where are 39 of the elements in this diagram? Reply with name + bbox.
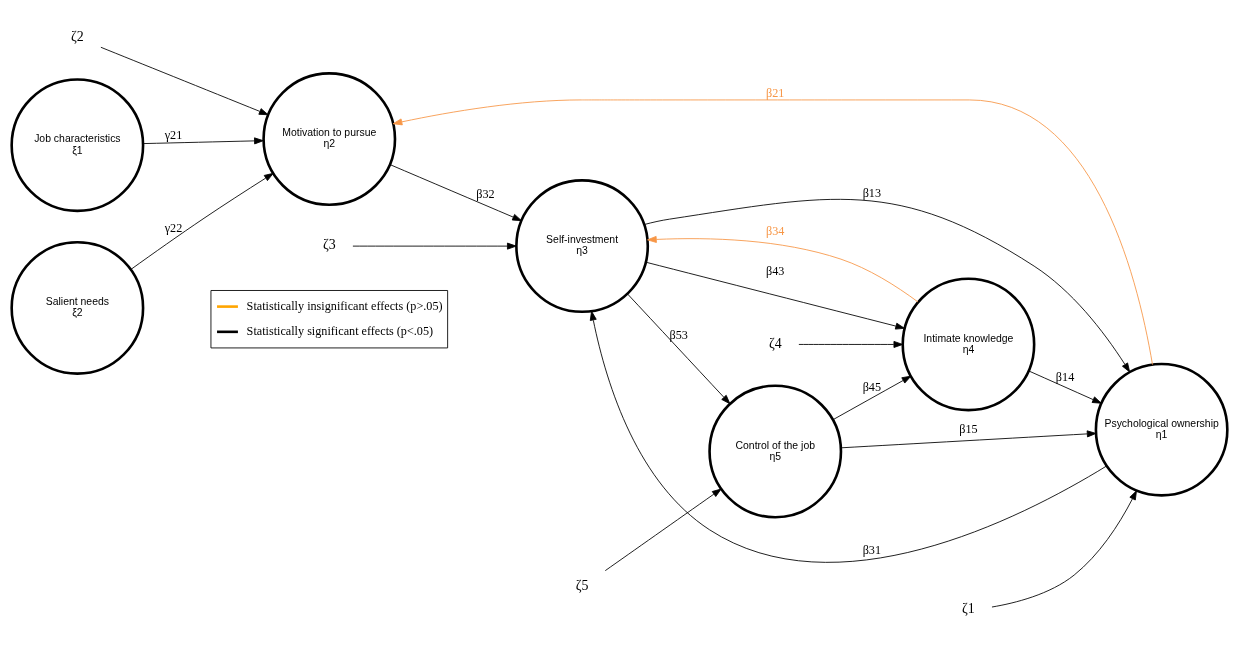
arrow [832, 375, 912, 421]
edge-label: γ22 [164, 220, 183, 235]
arrow [647, 235, 919, 303]
edge-label: β21 [766, 85, 785, 100]
arrow [352, 242, 517, 250]
arrow [626, 293, 731, 405]
edge-label: β15 [959, 422, 978, 437]
arrow [643, 198, 1131, 373]
edge-label: β43 [766, 264, 785, 279]
arrow [798, 340, 904, 348]
node-text: ζ3 [322, 237, 336, 253]
edge-label: γ21 [164, 128, 183, 143]
edge-label: β31 [862, 543, 882, 558]
arrow [840, 430, 1097, 449]
arrow [100, 46, 269, 116]
node-circle: Job characteristics ξ1 [10, 78, 145, 213]
node-text: ζ2 [71, 29, 84, 45]
arrow [130, 172, 274, 270]
arrow [389, 164, 522, 222]
edge-label: β32 [476, 187, 495, 202]
legend-label: Statistically insignificant effects (p>.05) [246, 298, 443, 313]
edge-label: β34 [766, 223, 785, 238]
node-circle: Salient needs ξ2 [10, 240, 145, 375]
node-text: ζ5 [575, 577, 589, 593]
arrow [991, 490, 1137, 608]
arrow [589, 310, 1107, 563]
edge-label: β45 [862, 379, 882, 394]
node-text: ζ4 [768, 335, 782, 351]
edge-label: β13 [862, 185, 882, 200]
arrow [1028, 370, 1102, 404]
edge-label: β53 [669, 327, 688, 342]
arrow [142, 137, 264, 145]
arrow [392, 99, 1153, 365]
node-circle: Self-investment η3 [515, 179, 650, 314]
edge-label: β14 [1055, 370, 1075, 385]
node-text: ζ1 [962, 601, 975, 617]
arrow [604, 488, 722, 572]
legend-label: Statistically significant effects (p<.05) [246, 324, 434, 339]
arrow [645, 261, 905, 330]
